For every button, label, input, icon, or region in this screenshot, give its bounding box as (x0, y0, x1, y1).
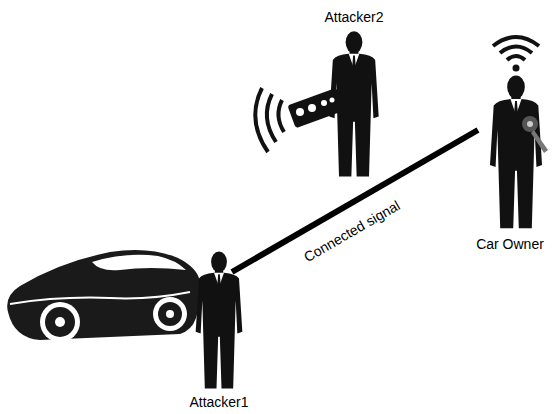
wireless-symbol (493, 37, 539, 72)
car-owner-figure (490, 75, 542, 228)
car-key (522, 116, 548, 153)
figure-label: Car Owner (476, 237, 544, 252)
attacker1-figure (196, 251, 243, 388)
figure-label: Attacker1 (189, 395, 248, 410)
relay-device (255, 88, 344, 152)
figure-label: Attacker2 (324, 10, 383, 25)
car (7, 250, 200, 342)
line-label: Connected signal (301, 198, 402, 265)
